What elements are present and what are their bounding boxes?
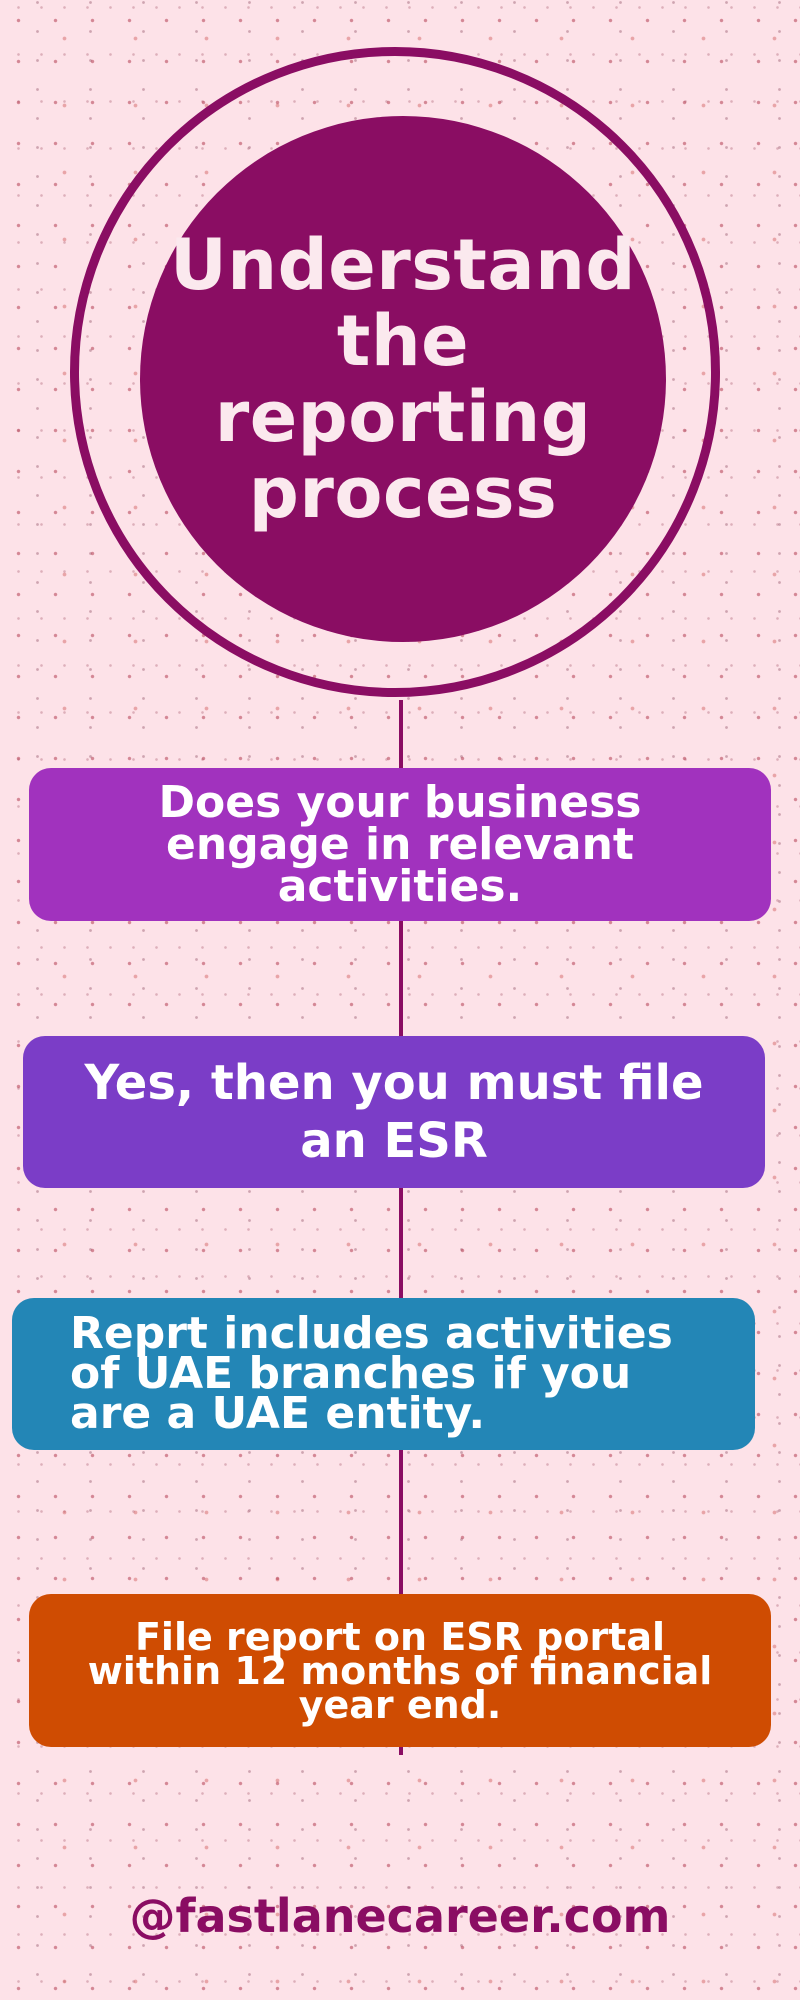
step-text: Does your business engage in relevant ac… bbox=[158, 776, 642, 912]
step-card-relevant-activities: Does your business engage in relevant ac… bbox=[29, 768, 771, 921]
step-card-file-deadline: File report on ESR portal within 12 mont… bbox=[29, 1594, 771, 1747]
step-text: File report on ESR portal within 12 mont… bbox=[87, 1614, 713, 1727]
title-circle: Understand the reporting process bbox=[140, 116, 666, 642]
step-text: Yes, then you must file an ESR bbox=[84, 1055, 704, 1169]
step-text: Reprt includes activities of UAE branche… bbox=[70, 1308, 673, 1439]
step-card-file-esr: Yes, then you must file an ESR bbox=[23, 1036, 765, 1188]
page-title: Understand the reporting process bbox=[169, 224, 637, 534]
timeline-connector-line bbox=[399, 700, 403, 1755]
title-ring bbox=[70, 47, 720, 697]
footer-handle: @fastlanecareer.com bbox=[129, 1889, 671, 1943]
step-card-uae-branches: Reprt includes activities of UAE branche… bbox=[12, 1298, 755, 1450]
